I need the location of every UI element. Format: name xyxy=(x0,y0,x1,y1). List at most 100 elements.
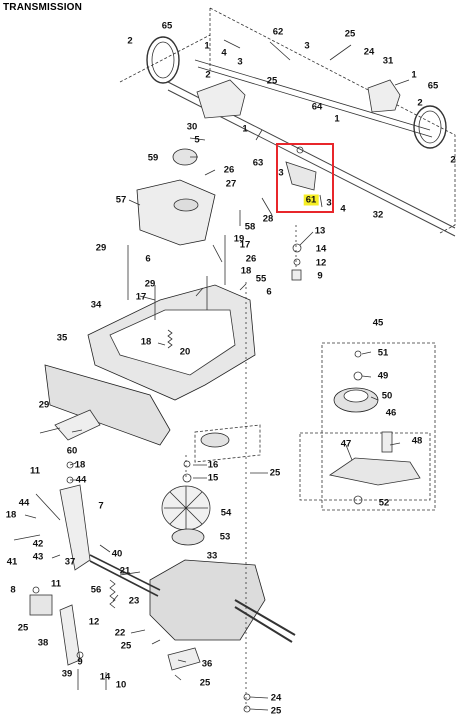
callout-7[interactable]: 7 xyxy=(98,500,104,512)
callout-25[interactable]: 25 xyxy=(266,75,278,87)
callout-56[interactable]: 56 xyxy=(90,584,102,596)
callout-64[interactable]: 64 xyxy=(311,101,323,113)
callout-24[interactable]: 24 xyxy=(270,692,282,704)
callout-57[interactable]: 57 xyxy=(115,194,127,206)
callout-35[interactable]: 35 xyxy=(56,332,68,344)
callout-25[interactable]: 25 xyxy=(17,622,29,634)
callout-52[interactable]: 52 xyxy=(378,497,390,509)
callout-44[interactable]: 44 xyxy=(18,497,30,509)
callout-61-highlighted[interactable]: 61 xyxy=(303,194,319,206)
callout-17[interactable]: 17 xyxy=(239,239,251,251)
callout-49[interactable]: 49 xyxy=(377,370,389,382)
callout-24[interactable]: 24 xyxy=(363,46,375,58)
callout-14[interactable]: 14 xyxy=(315,243,327,255)
callout-2[interactable]: 2 xyxy=(417,97,423,109)
callout-53[interactable]: 53 xyxy=(219,531,231,543)
callout-3[interactable]: 3 xyxy=(304,40,310,52)
pulley-53 xyxy=(171,528,205,546)
callout-26[interactable]: 26 xyxy=(223,164,235,176)
callout-58[interactable]: 58 xyxy=(244,221,256,233)
callout-27[interactable]: 27 xyxy=(225,178,237,190)
callout-25[interactable]: 25 xyxy=(120,640,132,652)
callout-3[interactable]: 3 xyxy=(278,167,284,179)
callout-3[interactable]: 3 xyxy=(237,56,243,68)
callout-18[interactable]: 18 xyxy=(240,265,252,277)
callout-33[interactable]: 33 xyxy=(206,550,218,562)
callout-25[interactable]: 25 xyxy=(269,467,281,479)
callout-2[interactable]: 2 xyxy=(450,154,456,166)
callout-11[interactable]: 11 xyxy=(50,578,62,590)
callout-2[interactable]: 2 xyxy=(127,35,133,47)
idler-arm xyxy=(328,457,421,486)
callout-45[interactable]: 45 xyxy=(372,317,384,329)
callout-12[interactable]: 12 xyxy=(315,257,327,269)
callout-60[interactable]: 60 xyxy=(66,445,78,457)
callout-29[interactable]: 29 xyxy=(38,399,50,411)
callout-6[interactable]: 6 xyxy=(145,253,151,265)
callout-32[interactable]: 32 xyxy=(372,209,384,221)
callout-23[interactable]: 23 xyxy=(128,595,140,607)
callout-1[interactable]: 1 xyxy=(334,113,340,125)
callout-36[interactable]: 36 xyxy=(201,658,213,670)
callout-42[interactable]: 42 xyxy=(32,538,44,550)
callout-8[interactable]: 8 xyxy=(10,584,16,596)
callout-25[interactable]: 25 xyxy=(199,677,211,689)
callout-25[interactable]: 25 xyxy=(344,28,356,40)
callout-6[interactable]: 6 xyxy=(266,286,272,298)
callout-9[interactable]: 9 xyxy=(317,270,323,282)
callout-29[interactable]: 29 xyxy=(95,242,107,254)
callout-21[interactable]: 21 xyxy=(119,565,131,577)
callout-5[interactable]: 5 xyxy=(194,134,200,146)
callout-54[interactable]: 54 xyxy=(220,507,232,519)
callout-16[interactable]: 16 xyxy=(207,459,219,471)
callout-17[interactable]: 17 xyxy=(135,291,147,303)
callout-62[interactable]: 62 xyxy=(272,26,284,38)
callout-59[interactable]: 59 xyxy=(147,152,159,164)
callout-41[interactable]: 41 xyxy=(6,556,18,568)
callout-30[interactable]: 30 xyxy=(186,121,198,133)
callout-48[interactable]: 48 xyxy=(411,435,423,447)
callout-4[interactable]: 4 xyxy=(340,203,346,215)
callout-44[interactable]: 44 xyxy=(75,474,87,486)
callout-15[interactable]: 15 xyxy=(207,472,219,484)
callout-37[interactable]: 37 xyxy=(64,556,76,568)
callout-13[interactable]: 13 xyxy=(314,225,326,237)
callout-55[interactable]: 55 xyxy=(255,273,267,285)
callout-2[interactable]: 2 xyxy=(205,69,211,81)
callout-12[interactable]: 12 xyxy=(88,616,100,628)
callout-19[interactable]: 19 xyxy=(233,233,245,245)
callout-11[interactable]: 11 xyxy=(29,465,41,477)
callout-65[interactable]: 65 xyxy=(161,20,173,32)
callout-40[interactable]: 40 xyxy=(111,548,123,560)
callout-38[interactable]: 38 xyxy=(37,637,49,649)
callout-18[interactable]: 18 xyxy=(5,509,17,521)
callout-46[interactable]: 46 xyxy=(385,407,397,419)
callout-9[interactable]: 9 xyxy=(77,656,83,668)
callout-34[interactable]: 34 xyxy=(90,299,102,311)
callout-10[interactable]: 10 xyxy=(115,679,127,691)
side-pulley-frame xyxy=(194,424,261,463)
callout-39[interactable]: 39 xyxy=(61,668,73,680)
callout-43[interactable]: 43 xyxy=(32,551,44,563)
callout-31[interactable]: 31 xyxy=(382,55,394,67)
callout-1[interactable]: 1 xyxy=(411,69,417,81)
callout-18[interactable]: 18 xyxy=(74,459,86,471)
callout-14[interactable]: 14 xyxy=(99,671,111,683)
callout-20[interactable]: 20 xyxy=(179,346,191,358)
callout-1[interactable]: 1 xyxy=(204,40,210,52)
callout-47[interactable]: 47 xyxy=(340,438,352,450)
callout-29[interactable]: 29 xyxy=(144,278,156,290)
callout-18[interactable]: 18 xyxy=(140,336,152,348)
callout-51[interactable]: 51 xyxy=(377,347,389,359)
callout-22[interactable]: 22 xyxy=(114,627,126,639)
callout-25[interactable]: 25 xyxy=(270,705,282,717)
bracket-30 xyxy=(196,79,246,119)
callout-65[interactable]: 65 xyxy=(427,80,439,92)
callout-28[interactable]: 28 xyxy=(262,213,274,225)
callout-63[interactable]: 63 xyxy=(252,157,264,169)
callout-50[interactable]: 50 xyxy=(381,390,393,402)
callout-4[interactable]: 4 xyxy=(221,47,227,59)
callout-1[interactable]: 1 xyxy=(242,123,248,135)
callout-26[interactable]: 26 xyxy=(245,253,257,265)
callout-3[interactable]: 3 xyxy=(326,197,332,209)
